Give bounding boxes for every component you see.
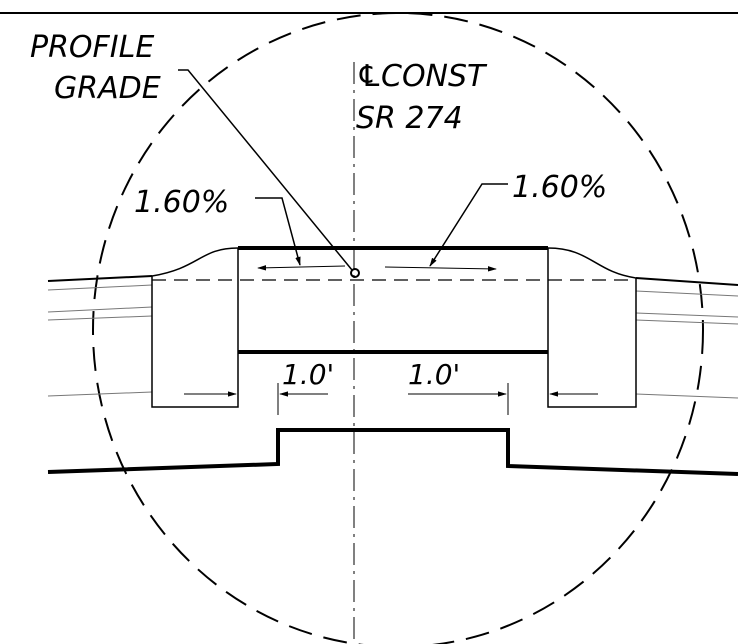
leader-slope-right — [429, 183, 508, 267]
lower-profile — [47, 428, 738, 476]
profile-grade-point — [350, 268, 360, 278]
centerline-symbol: ℄ — [356, 59, 383, 94]
profile-grade-label-line1: PROFILE — [30, 30, 154, 65]
dimension-lines — [184, 383, 598, 415]
dimension-label-left: 1.0' — [282, 358, 334, 391]
slope-label-right: 1.60% — [512, 170, 607, 205]
centerline-label-line2: SR 274 — [356, 101, 463, 136]
slope-arrow-left — [257, 265, 346, 271]
slope-label-left: 1.60% — [134, 185, 229, 220]
leader-profile-grade — [178, 69, 353, 271]
existing-surface-lines — [47, 284, 738, 399]
slope-arrow-right — [384, 266, 497, 272]
centerline-label-line1: CONST — [381, 59, 488, 94]
roadway-surface — [47, 247, 738, 408]
leader-slope-left — [255, 197, 301, 266]
profile-grade-label-line2: GRADE — [54, 71, 161, 106]
dimension-label-right: 1.0' — [408, 358, 460, 391]
deck-slab — [238, 246, 548, 354]
detail-circle — [92, 12, 704, 644]
